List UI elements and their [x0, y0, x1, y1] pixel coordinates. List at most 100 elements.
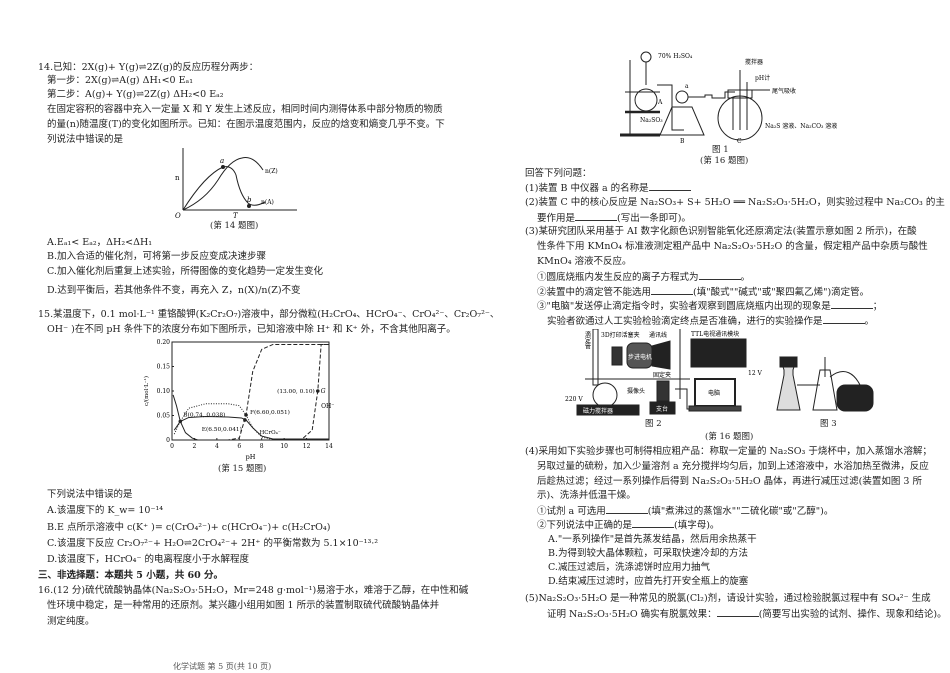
text: (填"酸式""碱式"或"聚四氟乙烯")滴定管。	[693, 287, 870, 298]
answer-blank[interactable]	[605, 504, 648, 514]
q14-option-c: C.加入催化剂后重复上述实验，所得图像的变化趋势一定发生变化	[47, 266, 323, 277]
q14-text: 列说法中错误的是	[47, 134, 124, 145]
acid-label: 70% H₂SO₄	[658, 53, 693, 60]
x-label: T	[233, 212, 239, 220]
q16-part4: 另取过量的硫粉，加入少量溶剂 a 充分搅拌均匀后，加到上述溶液中，水浴加热至微沸…	[537, 461, 929, 472]
q16-part4: 后趁热过滤；经过一系列操作后得到 Na₂S₂O₃·5H₂O 晶体，再进行减压过滤…	[537, 476, 922, 487]
q16-part3-4: 实验者欲通过人工实验检验滴定终点是否准确，进行的实验操作是。	[547, 314, 874, 328]
section-3-heading: 三、非选择题：本题共 5 小题，共 60 分。	[38, 570, 224, 581]
footer: 化学试题 第 5 页(共 10 页)	[173, 662, 272, 671]
q16-part4-2: ②下列说法中正确的是(填字母)。	[537, 518, 719, 532]
x-tick-label: 6	[237, 443, 241, 450]
point-a	[221, 165, 225, 169]
curve-n-a	[182, 166, 266, 211]
A-label: A	[657, 99, 663, 106]
text: 。	[864, 316, 875, 327]
point-name: G	[321, 388, 326, 395]
origin-label: O	[175, 212, 181, 220]
series-label-hcro4: HCrO₄⁻	[259, 430, 280, 436]
q14-figure: n O T a b n(Z) n(A)	[175, 148, 297, 220]
solution-label: Na₂S 溶液、Na₂CO₃ 溶液	[765, 122, 837, 130]
x-tick-label: 0	[170, 443, 174, 450]
q16-stem: 测定纯度。	[47, 616, 95, 627]
C-label: C	[737, 138, 742, 145]
q14-step1: 第一步：2X(g)⇌A(g) ΔH₁<0 Eₐ₁	[47, 75, 194, 86]
q16-part3-1: ①圆底烧瓶内发生反应的离子方程式为。	[537, 270, 750, 284]
answer-blank[interactable]	[632, 518, 675, 528]
series-line-0	[172, 394, 198, 441]
12v-label: 12 V	[748, 370, 763, 377]
figure-3-apparatus	[776, 356, 874, 412]
q16-stem: 16.(12 分)硫代硫酸钠晶体(Na₂S₂O₃·5H₂O，Mr=248 g·m…	[38, 585, 469, 596]
q16-part3-3: ③"电脑"发送停止滴定指令时，实验者观察到圆底烧瓶内出现的现象是；	[537, 299, 882, 313]
comm-line-label: 通讯线	[649, 331, 667, 339]
answer-blank[interactable]	[575, 211, 618, 221]
q16-part1: (1)装置 B 中仪器 a 的名称是	[525, 181, 691, 195]
q16-part4-option-c: C.减压过滤后，洗涤滤饼时应用力抽气	[548, 562, 710, 573]
x-tick-label: 14	[325, 443, 333, 450]
curve-n-z	[182, 157, 264, 211]
salt-label: Na₂SO₃	[640, 117, 663, 124]
text: (写出一条即可)。	[617, 213, 691, 224]
x-tick-label: 10	[280, 443, 288, 450]
q16-part4-1: ①试剂 a 可选用(填"煮沸过的蒸馏水""二硫化碳"或"乙醇")。	[537, 504, 833, 518]
nz-label: n(Z)	[265, 168, 278, 175]
answer-intro: 回答下列问题：	[525, 168, 592, 179]
q14-option-d: D.达到平衡后，若其他条件不变，再充入 Z，n(X)/n(Z)不变	[47, 285, 301, 296]
q15-option-c: C.该温度下反应 Cr₂O₇²⁻+ H₂O⇌2CrO₄²⁻+ 2H⁺ 的平衡常数…	[47, 538, 379, 549]
q14-option-b: B.加入合适的催化剂，可将第一步反应变成决速步骤	[47, 251, 267, 262]
answer-blank[interactable]	[651, 285, 694, 295]
figure-2-title: 图 2	[645, 419, 662, 429]
x-axis-label: pH	[246, 453, 256, 461]
y-label: n	[175, 174, 180, 182]
burette-label: 滴定管	[584, 330, 591, 350]
x-tick-label: 8	[260, 443, 264, 450]
text: ②装置中的滴定管不能选用	[537, 287, 652, 298]
data-point	[243, 418, 247, 422]
data-point	[315, 389, 320, 393]
clamp-label: 3D打印活塞夹	[601, 331, 640, 339]
point-label: E(6.50,0.041)	[202, 426, 242, 433]
q15-option-a: A.该温度下的 K_w= 10⁻¹⁴	[47, 505, 164, 516]
stirrer-label: 搅拌器	[745, 58, 763, 66]
answer-blank[interactable]	[822, 314, 865, 324]
x-tick-label: 4	[215, 443, 219, 450]
ph-meter-label: pH计	[755, 74, 770, 82]
figure-1-caption: (第 16 题图)	[700, 156, 749, 166]
q16-part4: 示)、洗涤并低温干燥。	[537, 490, 636, 501]
q14-caption: (第 14 题图)	[210, 221, 259, 231]
text: ①试剂 a 可选用	[537, 506, 606, 517]
series-line-4	[172, 343, 329, 441]
q16-part3: (3)某研究团队采用基于 AI 数字化颜色识别智能氧化还原滴定法(装置示意如图 …	[525, 226, 917, 237]
b-label: b	[247, 196, 252, 204]
text: (1)装置 B 中仪器 a 的名称是	[525, 183, 649, 194]
a-label: a	[685, 83, 689, 90]
na-label: n(A)	[261, 199, 274, 206]
figure-2-3-caption: (第 16 题图)	[705, 432, 754, 442]
answer-blank[interactable]	[698, 270, 741, 280]
x-tick-label: 2	[193, 443, 197, 450]
q14-step2: 第二步：A(g)+ Y(g)⇌2Z(g) ΔH₂<0 Eₐ₂	[47, 89, 224, 100]
figure-1-apparatus: 70% H₂SO₄ a A Na₂SO₃ B C 搅拌器 pH计 尾气吸收 Na…	[620, 51, 837, 145]
answer-blank[interactable]	[648, 181, 691, 191]
q15-caption: (第 15 题图)	[218, 464, 267, 474]
text: ；	[872, 301, 883, 312]
q15-option-d: D.该温度下，HCrO₄⁻ 的电离程度小于水解程度	[47, 554, 250, 565]
text: (简要写出实验的试剂、操作、现象和结论)。	[758, 609, 947, 620]
q16-part3: KMnO₄ 溶液不反应。	[537, 256, 632, 267]
text: 要作用是	[537, 213, 576, 224]
fixing-clamp-label: 固定夹	[653, 371, 671, 379]
stand-label: 支台	[656, 405, 668, 413]
figure-2-apparatus: 滴定管 3D打印活塞夹 通讯线 TTL电视通讯模块 步进电机 固定夹 12 V …	[565, 329, 763, 416]
magnetic-stirrer-label: 磁力搅拌器	[583, 407, 613, 415]
y-tick-label: 0.10	[157, 388, 171, 395]
point-label: B(0.74, 0.038)	[183, 411, 225, 418]
y-axis-label: c/(mol·L⁻¹)	[143, 376, 150, 406]
q14-text: 在固定容积的容器中充入一定量 X 和 Y 发生上述反应，相同时间内测得体系中部分…	[47, 104, 443, 115]
x-tick-label: 12	[303, 443, 311, 450]
answer-blank[interactable]	[830, 299, 873, 309]
q14-text: 的量(n)随温度(T)的变化如图所示。已知：在图示温度范围内，反应的焓变和熵变几…	[47, 119, 445, 130]
220v-label: 220 V	[565, 396, 583, 403]
q16-stem: 性环境中稳定，是一种常用的还原剂。某兴趣小组用如图 1 所示的装置制取硫代硫酸钠…	[47, 600, 440, 611]
answer-blank[interactable]	[716, 607, 759, 617]
